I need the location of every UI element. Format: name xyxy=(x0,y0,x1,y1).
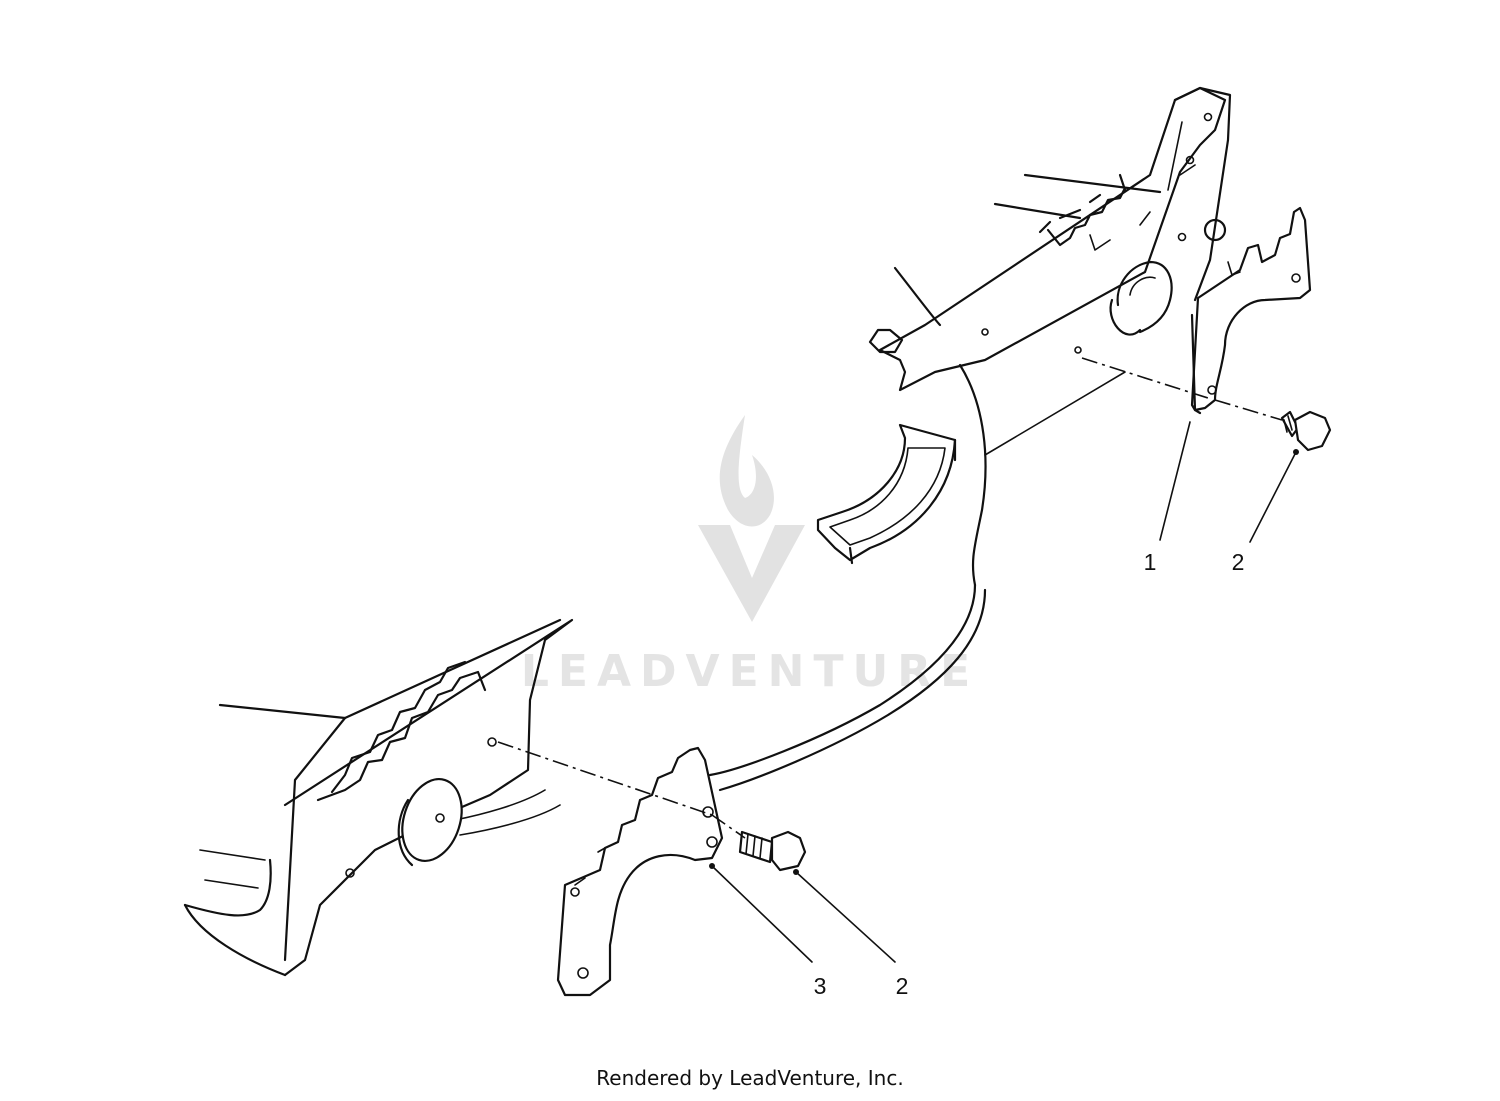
lower-deck-housing xyxy=(183,618,574,977)
callout-2-lower: 2 xyxy=(896,973,909,999)
flame-logo-icon xyxy=(698,415,805,622)
pedal-bracket xyxy=(816,423,957,565)
upper-deck-housing xyxy=(868,86,1232,587)
callout-1: 1 xyxy=(1144,549,1157,575)
callout-3: 3 xyxy=(814,973,827,999)
leadventure-watermark: LEADVENTURE xyxy=(521,415,979,697)
drive-belt xyxy=(454,583,987,836)
alignment-lines xyxy=(497,357,1283,839)
leader-dot xyxy=(709,863,715,869)
watermark-text: LEADVENTURE xyxy=(521,646,979,697)
leader-lines xyxy=(709,421,1299,963)
height-adjust-plate-lower xyxy=(556,746,724,997)
callout-labels: 1 2 3 2 xyxy=(814,549,1245,999)
footer-credit: Rendered by LeadVenture, Inc. xyxy=(596,1066,904,1090)
height-adjust-plate-upper xyxy=(1190,206,1312,415)
callout-2-upper: 2 xyxy=(1232,549,1245,575)
leader-dot xyxy=(1293,449,1299,455)
bolt-lower xyxy=(738,830,807,872)
bolt-upper xyxy=(1280,410,1332,452)
leader-dot xyxy=(793,869,799,875)
